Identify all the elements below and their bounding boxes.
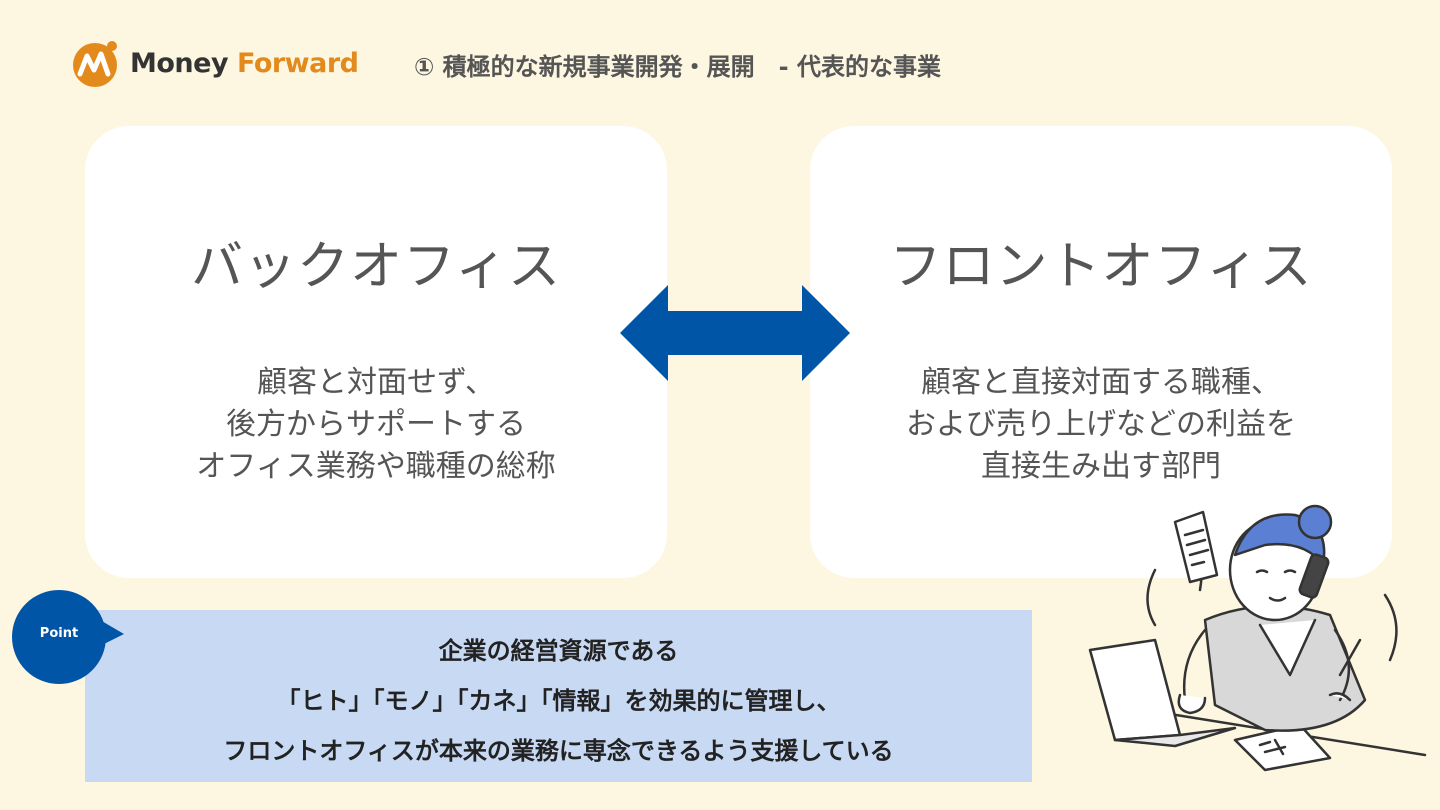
back-office-card: バックオフィス 顧客と対面せず、 後方からサポートする オフィス業務や職種の総称 bbox=[85, 126, 667, 578]
back-office-desc-line: 顧客と対面せず、 bbox=[85, 362, 667, 404]
logo-text-money: Money bbox=[130, 48, 228, 79]
front-office-description: 顧客と直接対面する職種、 および売り上げなどの利益を 直接生み出す部門 bbox=[810, 362, 1392, 488]
double-arrow-icon bbox=[620, 285, 850, 381]
office-worker-illustration bbox=[1085, 500, 1430, 790]
point-line: 「ヒト」「モノ」「カネ」「情報」を効果的に管理し、 bbox=[85, 676, 1032, 726]
logo-text-forward: Forward bbox=[237, 48, 359, 79]
back-office-description: 顧客と対面せず、 後方からサポートする オフィス業務や職種の総称 bbox=[85, 362, 667, 488]
point-line: フロントオフィスが本来の業務に専念できるよう支援している bbox=[85, 726, 1032, 776]
point-line: 企業の経営資源である bbox=[85, 626, 1032, 676]
front-office-desc-line: 直接生み出す部門 bbox=[810, 446, 1392, 488]
front-office-desc-line: 顧客と直接対面する職種、 bbox=[810, 362, 1392, 404]
back-office-title: バックオフィス bbox=[85, 224, 667, 299]
back-office-desc-line: オフィス業務や職種の総称 bbox=[85, 446, 667, 488]
money-forward-logo: Money Forward bbox=[70, 38, 359, 88]
front-office-title: フロントオフィス bbox=[810, 224, 1392, 299]
logo-wordmark: Money Forward bbox=[130, 48, 359, 79]
back-office-desc-line: 後方からサポートする bbox=[85, 404, 667, 446]
page-title: ① 積極的な新規事業開発・展開 - 代表的な事業 bbox=[414, 47, 941, 82]
point-box: 企業の経営資源である 「ヒト」「モノ」「カネ」「情報」を効果的に管理し、 フロン… bbox=[85, 610, 1032, 782]
point-text: 企業の経営資源である 「ヒト」「モノ」「カネ」「情報」を効果的に管理し、 フロン… bbox=[85, 626, 1032, 776]
point-badge-label: Point bbox=[12, 626, 106, 641]
front-office-desc-line: および売り上げなどの利益を bbox=[810, 404, 1392, 446]
money-forward-logo-icon bbox=[70, 38, 120, 88]
